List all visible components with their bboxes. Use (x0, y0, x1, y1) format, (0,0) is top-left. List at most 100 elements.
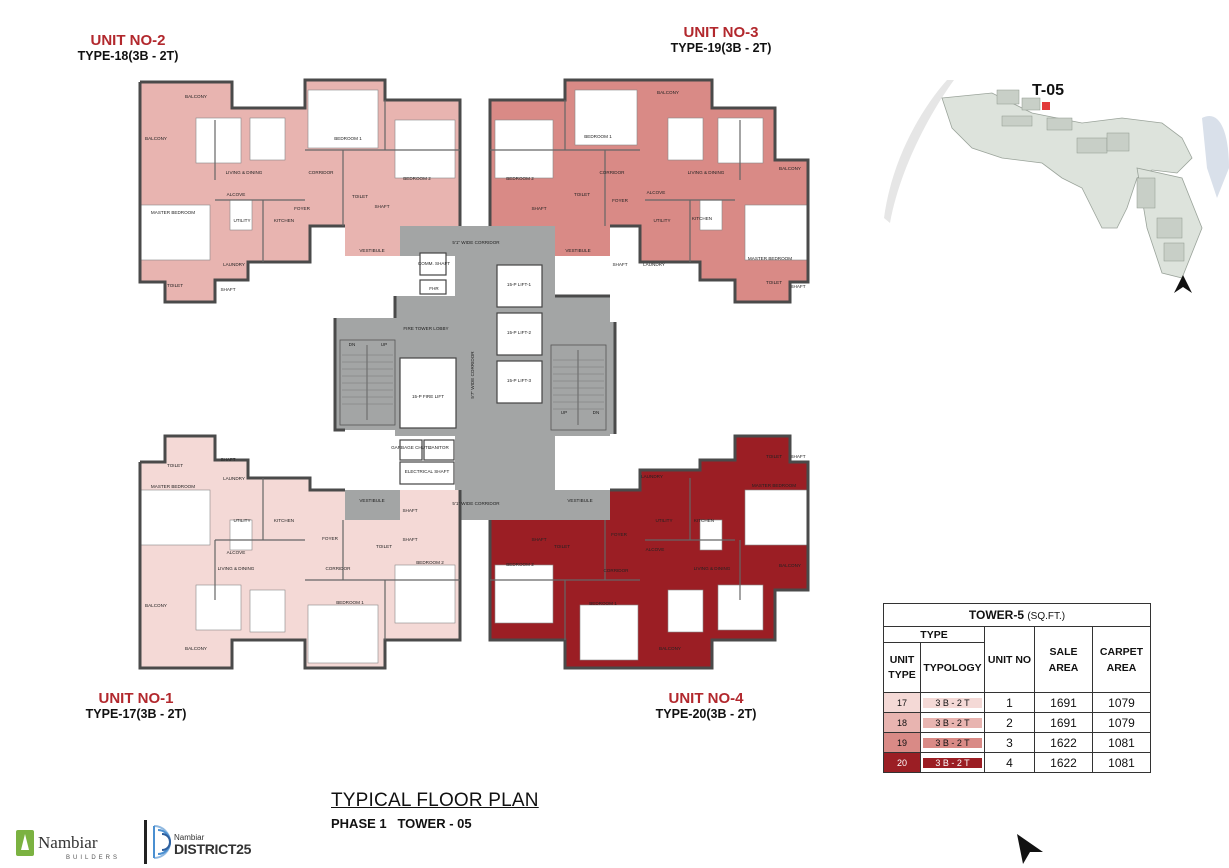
unit-type-cell: 17 (883, 692, 921, 713)
unit-type: TYPE-19(3B - 2T) (670, 41, 772, 55)
comm-shaft-label: COMM. SHAFT (418, 261, 450, 266)
table-row: 20 3 B - 2 T 4 1622 1081 (883, 752, 1151, 773)
toilet-label: TOILET (167, 463, 183, 468)
balcony-label: BALCONY (185, 94, 207, 99)
balcony-label: BALCONY (657, 90, 679, 95)
living-dining-label: LIVING & DINING (688, 170, 725, 175)
balcony-label: BALCONY (659, 646, 681, 651)
alcove-label: ALCOVE (227, 192, 246, 197)
bedroom2-label: BEDROOM 2 (416, 560, 444, 565)
typology-cell: 3 B - 2 T (923, 757, 982, 768)
toilet-label: TOILET (376, 544, 392, 549)
master-bedroom-label: MASTER BEDROOM (748, 256, 792, 261)
utility-label: UTILITY (653, 218, 670, 223)
unit-type-cell: 19 (883, 732, 921, 753)
unit-type: TYPE-20(3B - 2T) (655, 707, 757, 721)
area-table: TOWER-5 (SQ.FT.) TYPE UNIT NO SALE AREA … (883, 603, 1151, 773)
plan-title-main: TYPICAL FLOOR PLAN (331, 790, 539, 811)
utility-label: UTILITY (233, 518, 250, 523)
balcony-label: BALCONY (185, 646, 207, 651)
toilet-label: TOILET (554, 544, 570, 549)
floor-plan: BALCONY BALCONY BEDROOM 1 BEDROOM 2 LIVI… (138, 78, 810, 670)
laundry-label: LAUNDRY (223, 262, 245, 267)
vestibule-label: VESTIBULE (359, 498, 384, 503)
corridor-label: CORRIDOR (599, 170, 625, 175)
bedroom1-label: BEDROOM 1 (334, 136, 362, 141)
lift1-label: 15-P LIFT-1 (507, 282, 532, 287)
electrical-shaft-label: ELECTRICAL SHAFT (405, 469, 450, 474)
bedroom2-label: BEDROOM 2 (506, 562, 534, 567)
tower-marker-label: T-05 (1032, 82, 1065, 99)
master-bedroom-label: MASTER BEDROOM (151, 484, 195, 489)
living-dining-label: LIVING & DINING (218, 566, 255, 571)
corridor-5ft-label: 5'1" WIDE CORRIDOR (452, 501, 500, 506)
unit-1-plan (139, 436, 460, 668)
header-sale-area: SALE AREA (1034, 626, 1093, 693)
up-label: UP (561, 410, 567, 415)
fire-lift-label: 15-P FIRE LIFT (412, 394, 444, 399)
balcony-label: BALCONY (779, 563, 801, 568)
unit-3-room-labels: BALCONY BALCONY BEDROOM 1 BEDROOM 2 LIVI… (506, 90, 806, 289)
header-unit-type: UNIT TYPE (883, 642, 921, 693)
core-labels: 5'1" WIDE CORRIDOR COMM. SHAFT FHR FIRE … (349, 240, 600, 506)
dn-label: DN (349, 342, 356, 347)
corridor-vertical-label: 5'7" WIDE CORRIDOR (470, 351, 475, 399)
sale-area-cell: 1691 (1034, 712, 1093, 733)
bedroom1-label: BEDROOM 1 (336, 600, 364, 605)
builders-wordmark: BUILDERS (66, 855, 120, 861)
shaft-label: SHAFT (531, 537, 546, 542)
up-label: UP (381, 342, 387, 347)
nambiar-builders-logo: Nambiar BUILDERS (16, 826, 138, 862)
bedroom1-label: BEDROOM 1 (584, 134, 612, 139)
plan-title-sub: PHASE 1 TOWER - 05 (331, 816, 472, 831)
dn-label: DN (593, 410, 600, 415)
unit-label-1: UNIT NO-1 TYPE-17(3B - 2T) (16, 690, 256, 722)
shaft-label: SHAFT (402, 508, 417, 513)
unit-no: UNIT NO-2 (90, 32, 166, 49)
master-bedroom-label: MASTER BEDROOM (151, 210, 195, 215)
balcony-label: BALCONY (779, 166, 801, 171)
site-key-map (884, 80, 1229, 279)
living-dining-label: LIVING & DINING (694, 566, 731, 571)
district-wordmark: DISTRICT25 (174, 841, 252, 857)
laundry-label: LAUNDRY (643, 262, 665, 267)
district25-logo: Nambiar DISTRICT25 (144, 818, 274, 866)
fire-tower-lobby-label: FIRE TOWER LOBBY (403, 326, 448, 331)
bedroom2-label: BEDROOM 2 (506, 176, 534, 181)
plan-title: TYPICAL FLOOR PLAN PHASE 1 TOWER - 05 (331, 790, 539, 832)
road-shape (884, 80, 954, 223)
unit-type: TYPE-17(3B - 2T) (85, 707, 187, 721)
vestibule-label: VESTIBULE (565, 248, 590, 253)
header-typology: TYPOLOGY (920, 642, 985, 693)
unit-2-room-labels: BALCONY BALCONY BEDROOM 1 BEDROOM 2 LIVI… (145, 94, 431, 292)
shaft-label: SHAFT (220, 287, 235, 292)
carpet-area-cell: 1081 (1092, 732, 1151, 753)
water-body (1202, 116, 1229, 198)
unit-no: UNIT NO-1 (98, 690, 174, 707)
unit-type-cell: 20 (883, 752, 921, 773)
lifts (399, 252, 543, 485)
unit-type-cell: 18 (883, 712, 921, 733)
unit-4-plan (490, 436, 808, 668)
unit-label-4: UNIT NO-4 TYPE-20(3B - 2T) (586, 690, 826, 722)
unit-no: UNIT NO-3 (683, 24, 759, 41)
table-row: 19 3 B - 2 T 3 1622 1081 (883, 732, 1151, 753)
kitchen-label: KITCHEN (274, 218, 294, 223)
shaft-label: SHAFT (402, 537, 417, 542)
stair-treads (342, 354, 604, 410)
shaft-label: SHAFT (220, 457, 235, 462)
balcony-label: BALCONY (145, 136, 167, 141)
toilet-label: TOILET (766, 280, 782, 285)
north-arrow-icon (1174, 275, 1192, 293)
lift2-label: 15-P LIFT-2 (507, 330, 532, 335)
fhr-label: FHR (429, 286, 439, 291)
table-title: TOWER-5 (SQ.FT.) (883, 603, 1151, 627)
sale-area-cell: 1622 (1034, 752, 1093, 773)
bedroom1-label: BEDROOM 1 (589, 601, 617, 606)
typology-cell: 3 B - 2 T (923, 697, 982, 708)
janitor-label: JANITOR (429, 445, 449, 450)
unit-4-room-labels: TOILET SHAFT MASTER BEDROOM LAUNDRY VEST… (506, 454, 806, 651)
interior-walls (214, 100, 741, 640)
header-type: TYPE (883, 626, 985, 643)
alcove-label: ALCOVE (227, 550, 246, 555)
